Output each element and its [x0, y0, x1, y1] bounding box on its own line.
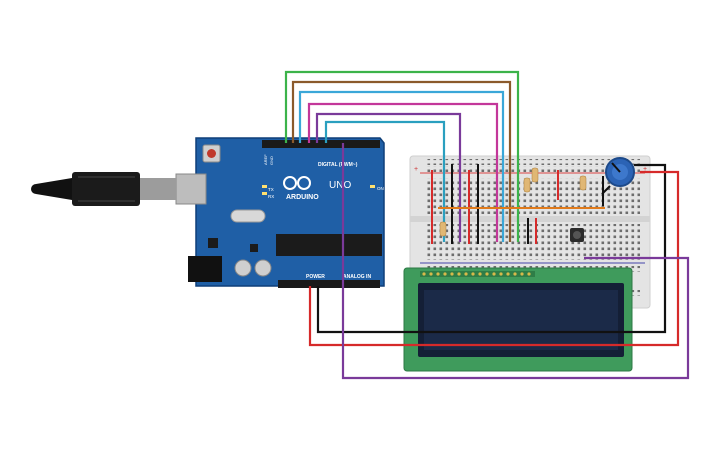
- wire-purple-button[interactable]: [341, 143, 690, 380]
- breadboard-jumpers[interactable]: [431, 164, 605, 244]
- rx-label: RX: [268, 194, 274, 199]
- wire-cyan[interactable]: [298, 90, 505, 242]
- capacitor: [254, 259, 272, 277]
- resistor-icon[interactable]: [439, 167, 587, 237]
- crystal: [230, 209, 266, 223]
- usb-cable-icon[interactable]: [31, 172, 207, 206]
- wire-ground[interactable]: [316, 163, 667, 334]
- pushbutton-icon[interactable]: [570, 228, 584, 242]
- arduino-brand-text: ARDUINO: [286, 194, 319, 201]
- arduino-logo-icon: [283, 176, 311, 190]
- wire-magenta[interactable]: [307, 102, 499, 242]
- wire-power[interactable]: [308, 170, 680, 347]
- lcd-header-pins: [420, 271, 535, 277]
- tx-label: TX: [268, 187, 274, 192]
- analog-label: ANALOG IN: [343, 274, 371, 280]
- power-label: POWER: [306, 274, 325, 280]
- power-jack: [188, 256, 222, 282]
- wire-brown[interactable]: [291, 80, 512, 242]
- atmega-chip: [276, 234, 382, 256]
- on-label: ON: [377, 186, 384, 191]
- aref-label: AREF: [263, 154, 268, 165]
- gnd-label: GND: [269, 156, 274, 165]
- wire-teal[interactable]: [324, 120, 446, 242]
- wire-purple-top[interactable]: [315, 112, 462, 242]
- arduino-uno-board[interactable]: ARDUINO UNO DIGITAL (PWM~) POWER ANALOG …: [188, 137, 385, 288]
- lcd-screen: [424, 290, 618, 350]
- digital-header: [262, 140, 380, 148]
- reset-button[interactable]: [207, 149, 216, 158]
- arduino-model-text: UNO: [329, 180, 351, 191]
- wire-green[interactable]: [284, 70, 520, 242]
- svg-text:+: +: [414, 166, 418, 173]
- power-analog-header: [278, 280, 380, 288]
- capacitor: [234, 259, 252, 277]
- potentiometer-icon[interactable]: [601, 157, 635, 195]
- wires[interactable]: [284, 70, 690, 380]
- digital-label: DIGITAL (PWM~): [318, 162, 358, 168]
- svg-text:+: +: [643, 166, 647, 173]
- lcd-module[interactable]: [403, 267, 633, 372]
